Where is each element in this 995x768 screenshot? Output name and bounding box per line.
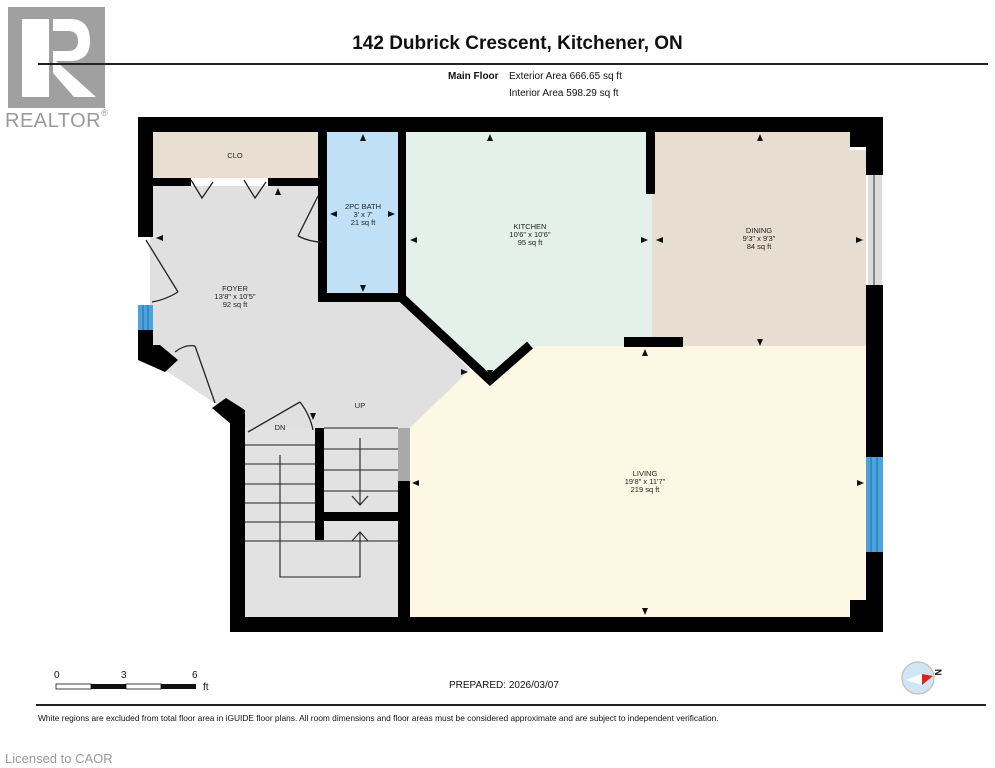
scale-tick-3: 3 [121,670,127,681]
room-label-dining: DINING [746,226,772,235]
realtor-wordmark: REALTOR® [5,108,109,133]
room-area-kitchen: 95 sq ft [518,238,544,247]
realtor-logo-icon [8,7,105,108]
stairs-up-label: UP [355,401,365,410]
room-label-foyer: FOYER [222,284,248,293]
disclaimer-text: White regions are excluded from total fl… [38,713,719,723]
room-foyer [150,186,470,428]
room-living [410,346,866,617]
room-dims-kitchen: 10'6" x 10'6" [509,230,550,239]
room-bath [327,132,398,293]
dimension-markers [156,134,864,615]
room-kitchen [406,132,652,385]
room-label-bath: 2PC BATH [345,202,381,211]
scale-tick-6: 6 [192,670,198,681]
title-divider [38,63,988,65]
window-opening-right [868,175,882,285]
page-title: 142 Dubrick Crescent, Kitchener, ON [352,33,683,54]
room-dims-living: 19'8" x 11'7" [625,477,666,486]
scale-bar [55,683,196,690]
room-area-dining: 84 sq ft [747,242,773,251]
scale-unit: ft [203,682,209,693]
north-compass-icon: N [901,661,943,695]
room-label-clo: CLO [227,151,243,160]
room-dims-dining: 9'3" x 9'3" [743,234,776,243]
room-dims-foyer: 13'8" x 10'5" [214,292,255,301]
room-dining [652,132,866,346]
wall-diagonal [398,294,533,387]
stair-landing [398,428,410,481]
room-area-bath: 21 sq ft [351,218,377,227]
windows [138,175,883,552]
walls [138,117,883,632]
room-area-living: 219 sq ft [631,485,661,494]
room-area-foyer: 92 sq ft [223,300,249,309]
room-clo [153,132,318,178]
room-label-kitchen: KITCHEN [514,222,547,231]
footer-divider [36,704,986,706]
license-watermark: Licensed to CAOR [5,751,113,766]
scale-tick-0: 0 [54,670,60,681]
prepared-date: PREPARED: 2026/03/07 [449,680,559,691]
room-label-living: LIVING [633,469,658,478]
interior-area: Interior Area 598.29 sq ft [509,88,619,99]
stairs-down-label: DN [275,423,286,432]
registered-mark: ® [101,108,109,118]
compass-north-label: N [933,669,943,676]
floor-name: Main Floor [448,71,499,82]
room-dims-bath: 3' x 7' [353,210,373,219]
realtor-wordmark-text: REALTOR [5,110,102,132]
stair-arrows [279,438,369,578]
doors [145,179,323,433]
exterior-area: Exterior Area 666.65 sq ft [509,71,622,82]
